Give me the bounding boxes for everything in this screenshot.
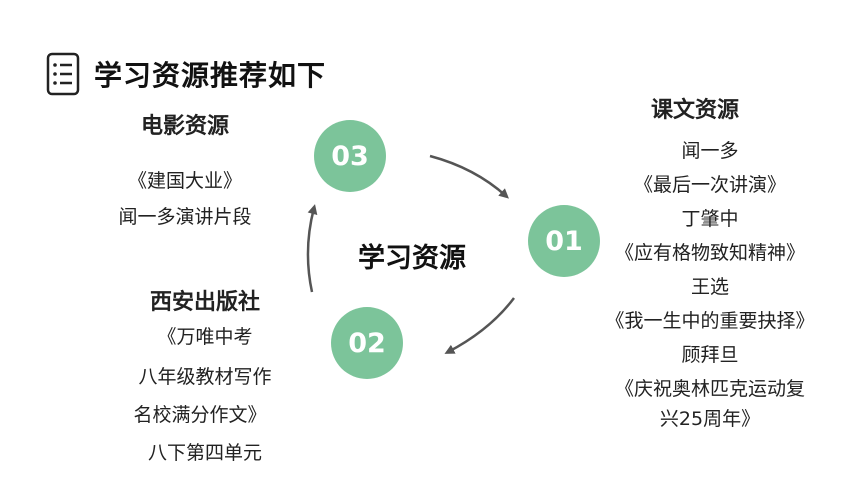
textbook-heading: 课文资源 xyxy=(650,98,739,123)
list-document-icon xyxy=(46,52,80,96)
title-row: 学习资源推荐如下 xyxy=(46,52,326,96)
textbook-line: 兴25周年》 xyxy=(659,408,761,430)
step-circle-03: 03 xyxy=(314,120,386,192)
textbook-line: 《庆祝奥林匹克运动复 xyxy=(614,378,805,400)
publisher-line: 《万唯中考 xyxy=(157,326,253,348)
arrow-03-to-01 xyxy=(429,154,509,199)
publisher-heading: 西安出版社 xyxy=(149,290,260,315)
publisher-line: 八年级教材写作 xyxy=(138,366,272,388)
page-title: 学习资源推荐如下 xyxy=(94,59,327,92)
textbook-line: 闻一多 xyxy=(681,140,739,162)
arrow-01-to-02 xyxy=(444,297,515,354)
arrow-02-to-03 xyxy=(306,204,318,293)
textbook-line: 《我一生中的重要抉择》 xyxy=(605,310,815,332)
step-circle-02: 02 xyxy=(331,307,403,379)
textbook-line: 顾拜旦 xyxy=(681,344,739,366)
textbook-line: 王选 xyxy=(690,276,729,298)
center-label: 学习资源 xyxy=(358,243,466,274)
textbook-line: 《应有格物致知精神》 xyxy=(614,242,805,264)
textbook-line: 《最后一次讲演》 xyxy=(633,174,786,196)
film-line: 闻一多演讲片段 xyxy=(118,206,252,228)
publisher-line: 名校满分作文》 xyxy=(133,404,267,426)
step-circle-01: 01 xyxy=(528,205,600,277)
film-line: 《建国大业》 xyxy=(127,170,242,192)
textbook-line: 丁肇中 xyxy=(681,208,739,230)
publisher-line: 八下第四单元 xyxy=(147,442,262,464)
film-heading: 电影资源 xyxy=(140,114,229,139)
